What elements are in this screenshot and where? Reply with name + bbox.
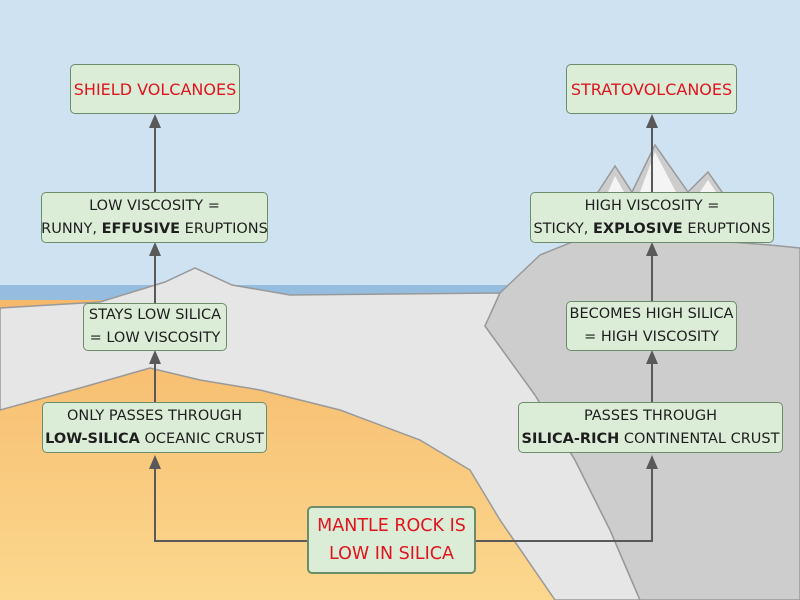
continental-crust-line1: PASSES THROUGH xyxy=(583,407,718,424)
arrow-mantle-to-right-crust xyxy=(475,468,653,542)
high-viscosity-line1: HIGH VISCOSITY = xyxy=(584,197,720,214)
high-viscosity-box: HIGH VISCOSITY = STICKY, EXPLOSIVE ERUPT… xyxy=(530,192,774,243)
continental-crust-line2: SILICA-RICH CONTINENTAL CRUST xyxy=(522,428,780,451)
high-viscosity-line2-pre: STICKY, xyxy=(533,220,593,237)
low-viscosity-line2-pre: RUNNY, xyxy=(41,220,102,237)
arrowhead xyxy=(646,350,658,364)
low-viscosity-line1: LOW VISCOSITY = xyxy=(89,197,220,214)
oceanic-crust-line1: ONLY PASSES THROUGH xyxy=(67,407,242,424)
stays-low-silica-box: STAYS LOW SILICA = LOW VISCOSITY xyxy=(83,303,227,351)
oceanic-crust-line2-post: OCEANIC CRUST xyxy=(139,430,264,447)
arrowhead xyxy=(646,114,658,128)
arrowhead xyxy=(149,350,161,364)
continental-crust-line2-post: CONTINENTAL CRUST xyxy=(619,430,780,447)
effusive-keyword: EFFUSIVE xyxy=(101,220,181,237)
oceanic-crust xyxy=(0,267,641,600)
shield-volcanoes-label: SHIELD VOLCANOES xyxy=(73,79,237,99)
low-viscosity-line2: RUNNY, EFFUSIVE ERUPTIONS xyxy=(41,218,268,241)
arrowhead xyxy=(646,242,658,256)
explosive-keyword: EXPLOSIVE xyxy=(592,220,683,237)
mantle-rock-line2: LOW IN SILICA xyxy=(329,544,454,564)
stays-low-silica-line1: STAYS LOW SILICA xyxy=(88,307,222,323)
oceanic-crust-line2: LOW-SILICA OCEANIC CRUST xyxy=(45,428,264,451)
becomes-high-silica-box: BECOMES HIGH SILICA = HIGH VISCOSITY xyxy=(566,301,737,351)
high-viscosity-line2: STICKY, EXPLOSIVE ERUPTIONS xyxy=(533,218,770,241)
stratovolcanoes-label: STRATOVOLCANOES xyxy=(570,79,733,99)
silica-rich-keyword: SILICA-RICH xyxy=(521,430,620,447)
mantle-rock-box: MANTLE ROCK IS LOW IN SILICA xyxy=(307,506,476,574)
low-viscosity-box: LOW VISCOSITY = RUNNY, EFFUSIVE ERUPTION… xyxy=(41,192,268,243)
becomes-high-silica-line1: BECOMES HIGH SILICA xyxy=(569,306,734,322)
high-viscosity-line2-post: ERUPTIONS xyxy=(682,220,771,237)
mantle-rock-line1: MANTLE ROCK IS xyxy=(317,516,466,536)
arrowhead xyxy=(149,242,161,256)
arrowhead xyxy=(149,114,161,128)
arrowhead xyxy=(149,455,161,469)
stratovolcanoes-box: STRATOVOLCANOES xyxy=(566,64,737,114)
arrow-mantle-to-left-crust xyxy=(154,468,308,542)
oceanic-crust-box: ONLY PASSES THROUGH LOW-SILICA OCEANIC C… xyxy=(42,402,267,453)
low-silica-keyword: LOW-SILICA xyxy=(45,430,140,447)
arrowhead xyxy=(646,455,658,469)
becomes-high-silica-line2: = HIGH VISCOSITY xyxy=(584,329,719,345)
low-viscosity-line2-post: ERUPTIONS xyxy=(180,220,268,237)
continental-crust-box: PASSES THROUGH SILICA-RICH CONTINENTAL C… xyxy=(518,402,783,453)
shield-volcanoes-box: SHIELD VOLCANOES xyxy=(70,64,240,114)
stays-low-silica-line2: = LOW VISCOSITY xyxy=(89,330,221,346)
snow-caps xyxy=(608,152,716,192)
